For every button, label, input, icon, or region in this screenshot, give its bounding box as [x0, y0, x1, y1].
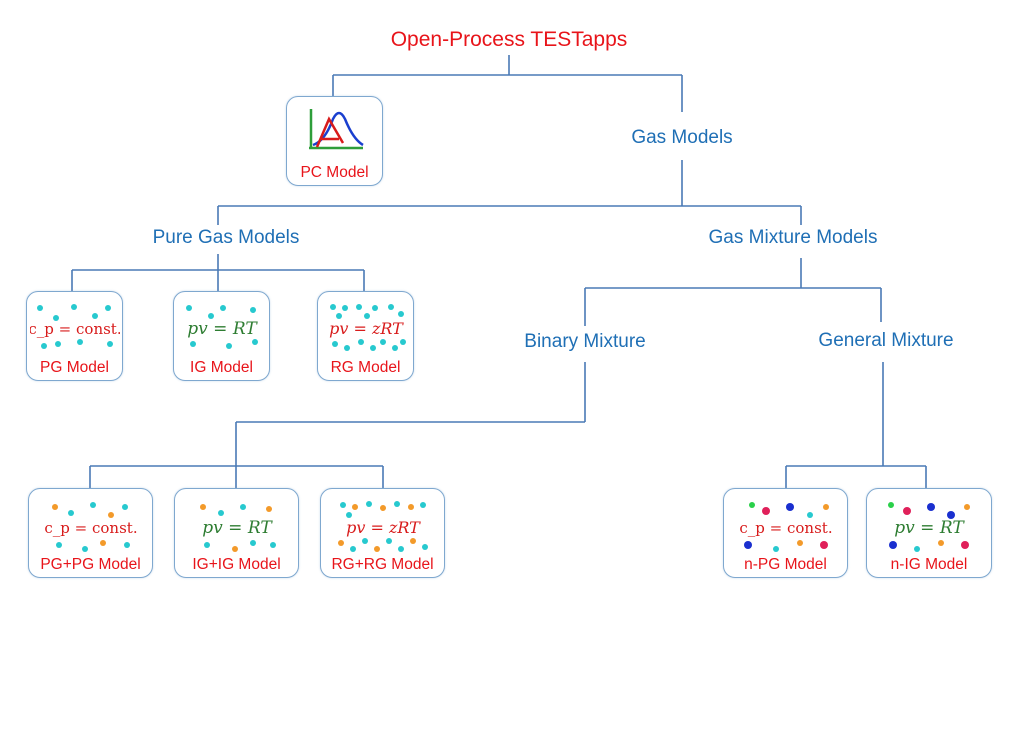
- equation-text: pv = zRT: [329, 319, 404, 338]
- ig-ig-model-card[interactable]: pv = RT IG+IG Model: [174, 488, 299, 578]
- pc-model-card[interactable]: PC Model: [286, 96, 383, 186]
- phase-chart-icon: [308, 109, 364, 150]
- binary-constant-cp-icon: c_p = const.: [44, 502, 137, 552]
- model-caption: IG+IG Model: [192, 555, 281, 573]
- pg-model-card[interactable]: c_p = const. PG Model: [26, 291, 123, 381]
- real-gas-icon: pv = zRT: [329, 304, 406, 351]
- multi-ideal-gas-icon: pv = RT: [888, 502, 970, 552]
- pure-gas-models-label: Pure Gas Models: [152, 227, 300, 248]
- ig-model-card[interactable]: pv = RT IG Model: [173, 291, 270, 381]
- rg-model-card[interactable]: pv = zRT RG Model: [317, 291, 414, 381]
- equation-text: pv = RT: [894, 518, 965, 538]
- model-caption: IG Model: [190, 358, 253, 376]
- gas-models-label: Gas Models: [631, 127, 733, 148]
- binary-ideal-gas-icon: pv = RT: [199, 504, 276, 552]
- pg-pg-model-card[interactable]: c_p = const. PG+PG Model: [28, 488, 153, 578]
- diagram-title: Open-Process TESTapps: [390, 28, 628, 51]
- n-pg-model-card[interactable]: c_p = const. n-PG Model: [723, 488, 848, 578]
- rg-rg-model-card[interactable]: pv = zRT RG+RG Model: [320, 488, 445, 578]
- multi-constant-cp-icon: c_p = const.: [739, 502, 832, 552]
- binary-mixture-label: Binary Mixture: [524, 331, 646, 352]
- equation-text: c_p = const.: [30, 320, 120, 338]
- constant-cp-icon: c_p = const.: [30, 304, 120, 349]
- n-ig-model-card[interactable]: pv = RT n-IG Model: [866, 488, 992, 578]
- equation-text: pv = RT: [202, 518, 273, 538]
- gas-mixture-models-label: Gas Mixture Models: [708, 227, 878, 248]
- model-caption: PC Model: [300, 163, 369, 181]
- model-caption: PG Model: [40, 358, 109, 376]
- model-caption: n-PG Model: [744, 555, 827, 573]
- general-mixture-label: General Mixture: [818, 330, 954, 351]
- model-caption: RG Model: [330, 358, 401, 376]
- equation-text: pv = zRT: [346, 518, 421, 537]
- model-caption: PG+PG Model: [40, 555, 141, 573]
- model-caption: n-IG Model: [890, 555, 968, 573]
- ideal-gas-icon: pv = RT: [185, 305, 258, 349]
- equation-text: c_p = const.: [44, 519, 137, 537]
- model-caption: RG+RG Model: [331, 555, 434, 573]
- equation-text: c_p = const.: [739, 519, 832, 537]
- equation-text: pv = RT: [187, 319, 258, 339]
- binary-real-gas-icon: pv = zRT: [337, 501, 428, 552]
